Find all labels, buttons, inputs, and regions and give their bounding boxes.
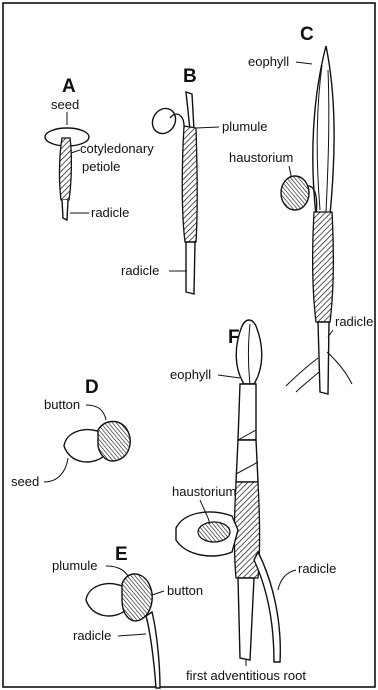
panel-f-eophyll-label: eophyll (170, 367, 211, 382)
panel-b-plumule-label: plumule (222, 119, 268, 134)
panel-b: B plumule radicle (121, 66, 268, 294)
panel-f: F eophyll radicle haustorium first adven… (170, 320, 336, 683)
panel-d-seed-label: seed (11, 474, 39, 489)
panel-a-seed-label: seed (51, 97, 79, 112)
panel-e-plumule-label: plumule (52, 558, 98, 573)
panel-b-plumule-shape (186, 92, 194, 130)
panel-c-radicle-shape (318, 322, 329, 394)
panel-a-petiole-label: petiole (82, 159, 120, 174)
panel-a-radicle-shape (62, 200, 68, 220)
panel-e-button-pointer (152, 591, 164, 595)
panel-f-haustorium-shape (198, 522, 230, 542)
panel-c-root-3 (296, 372, 319, 392)
panel-d-button-pointer (86, 405, 106, 420)
panel-c-letter: C (300, 24, 314, 45)
panel-c-root-1 (286, 358, 318, 386)
panel-e-plumule-pointer (106, 566, 128, 576)
panel-e-button-label: button (167, 583, 203, 598)
panel-c-haustorium-shape (281, 176, 309, 210)
panel-d-button-shape (98, 421, 130, 461)
panel-d-seed-pointer (44, 458, 68, 482)
panel-b-plumule-pointer (196, 127, 219, 128)
panel-c-stem-shape (313, 212, 334, 322)
panel-b-seed-shape (148, 104, 180, 138)
panel-b-radicle-label: radicle (121, 263, 159, 278)
panel-e-radicle-pointer (118, 634, 146, 636)
panel-c-eophyll-label: eophyll (248, 54, 289, 69)
panel-a-petiole-shape (59, 138, 71, 200)
panel-a-letter: A (62, 76, 76, 97)
panel-b-letter: B (183, 66, 197, 87)
panel-a: A seed cotyledonary petiole radicle (45, 76, 154, 220)
panel-f-radicle-label: radicle (298, 561, 336, 576)
panel-c-eophyll-pointer (296, 62, 312, 64)
panel-c-haustorium-label: haustorium (229, 150, 293, 165)
panel-e: E plumule button radicle (52, 544, 203, 688)
panel-c-radicle-label: radicle (335, 314, 373, 329)
panel-e-radicle-shape (146, 612, 160, 688)
panel-e-radicle-label: radicle (73, 628, 111, 643)
panel-d-button-label: button (44, 397, 80, 412)
panel-f-eophyll-pointer (218, 375, 240, 378)
panel-b-body-shape (182, 126, 197, 242)
panel-e-button-shape (122, 574, 152, 621)
panel-f-sheath-middle (236, 440, 258, 482)
panel-c-eophyll-shape (313, 46, 334, 215)
panel-f-radicle-pointer (278, 570, 296, 590)
panel-d: D button seed (11, 377, 130, 489)
panel-f-radicle-shape (254, 552, 280, 662)
panel-a-radicle-label: radicle (91, 205, 129, 220)
panel-c-root-2 (327, 352, 352, 384)
panel-a-cotyledonary-label: cotyledonary (80, 141, 154, 156)
panel-e-letter: E (115, 544, 128, 565)
panel-f-primary-root-shape (238, 578, 254, 660)
panel-a-petiole-pointer (71, 150, 80, 153)
panel-f-haustorium-label: haustorium (172, 484, 236, 499)
panel-b-radicle-shape (186, 242, 195, 294)
panel-f-first-root-label: first adventitious root (186, 668, 306, 683)
panel-d-letter: D (85, 377, 99, 398)
